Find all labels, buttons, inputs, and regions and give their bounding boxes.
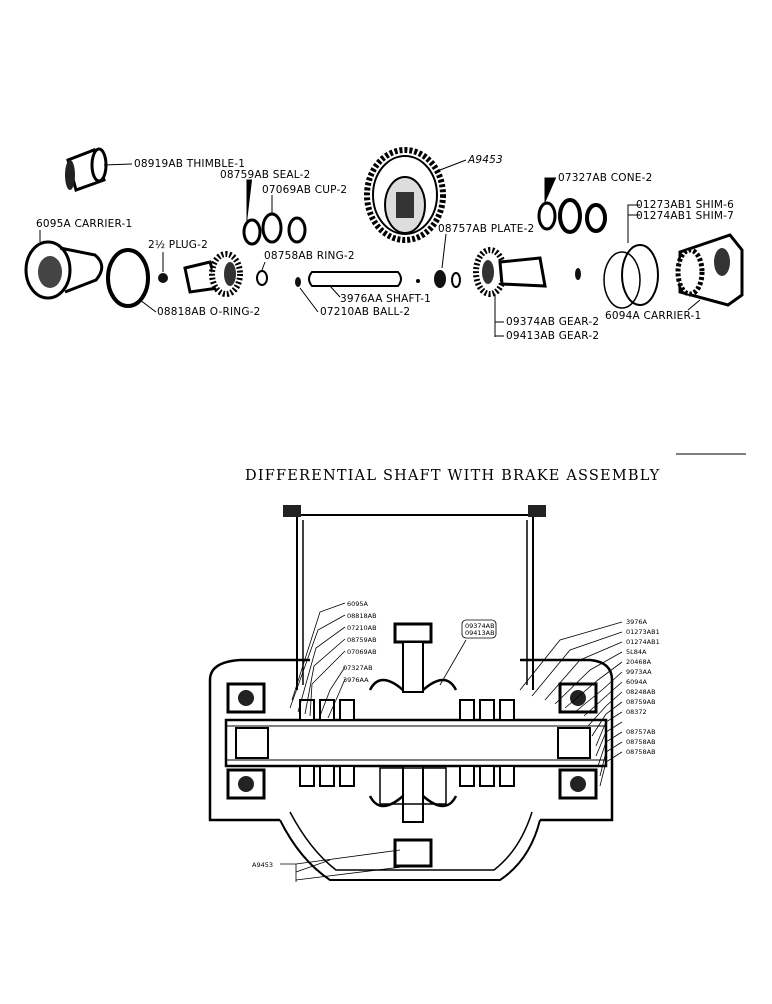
small-ring-part [575,268,581,280]
carrier-right-part [675,233,744,311]
callout-bottom: A9453 [252,861,273,869]
label-carrier-right: 6094A CARRIER-1 [605,310,701,322]
left-callouts: 6095A 08818AB 07210AB 08759AB 07069AB 07… [343,600,377,684]
label-gear-2: 09413AB GEAR-2 [506,330,599,342]
o-ring-part [106,248,157,313]
callout-right-12: 08757AB [626,728,656,736]
bevel-gear-left-part [183,251,243,297]
callout-right-4: 5L84A [626,648,647,656]
shaft-part [308,271,402,298]
shim-rings-part [603,244,659,309]
exploded-view: 08919AB THIMBLE-1 A9453 08759AB SEAL-2 0… [24,147,744,342]
ring-part [256,261,268,286]
callout-left-5: 07069AB [347,648,377,656]
thimble-part [65,147,133,192]
ring-gear-part [364,147,467,243]
callout-right-14: 08758AB [626,748,656,756]
label-shaft: 3976AA SHAFT-1 [340,293,431,305]
callout-right-2: 01273AB1 [626,628,660,636]
callout-left-6: 07327AB [343,664,373,672]
label-o-ring: 08818AB O-RING-2 [157,306,261,318]
label-gear-1: 09374AB GEAR-2 [506,316,599,328]
callout-left-4: 08759AB [347,636,377,644]
callout-left-2: 08818AB [347,612,377,620]
spacer-dot [416,279,420,283]
callout-left-1: 6095A [347,600,369,608]
callout-right-8: 08248AB [626,688,656,696]
callout-center-1: 09374AB [465,622,495,630]
section-view [208,505,623,882]
label-plate: 08757AB PLATE-2 [438,223,534,235]
callout-left-3: 07210AB [347,624,377,632]
plate-part [434,233,461,288]
callout-right-13: 08758AB [626,738,656,746]
cup-part [261,195,307,244]
cone-part [537,177,607,234]
callout-right-7: 6094A [626,678,648,686]
callout-right-5: 20468A [626,658,652,666]
center-callouts: 09374AB 09413AB [461,619,497,639]
right-callouts: 3976A 01273AB1 01274AB1 5L84A 20468A 997… [626,618,660,756]
callout-right-10: 08372 [626,708,647,716]
label-cup: 07069AB CUP-2 [262,184,347,196]
callout-center-2: 09413AB [465,629,495,637]
callout-right-1: 3976A [626,618,648,626]
label-seal: 08759AB SEAL-2 [220,169,311,181]
callout-right-6: 9973AA [626,668,652,676]
label-shim7: 01274AB1 SHIM-7 [636,210,734,222]
plug-part [158,252,168,283]
shim-part [627,204,640,243]
label-thimble: 08919AB THIMBLE-1 [134,158,245,170]
carrier-left-part [24,230,104,300]
bevel-gear-right-part [473,247,547,337]
callout-left-7: 3976AA [343,676,369,684]
section-title: DIFFERENTIAL SHAFT WITH BRAKE ASSEMBLY [245,468,660,484]
label-plug: 2½ PLUG-2 [148,239,208,251]
callout-right-3: 01274AB1 [626,638,660,646]
label-a9453: A9453 [467,154,503,166]
callout-right-9: 08759AB [626,698,656,706]
label-ring: 08758AB RING-2 [264,250,355,262]
label-carrier-left: 6095A CARRIER-1 [36,218,132,230]
label-cone: 07327AB CONE-2 [558,172,652,184]
label-shim6: 01273AB1 SHIM-6 [636,199,734,211]
seal-part [242,179,262,246]
label-ball: 07210AB BALL-2 [320,306,410,318]
ball-part [295,277,319,313]
